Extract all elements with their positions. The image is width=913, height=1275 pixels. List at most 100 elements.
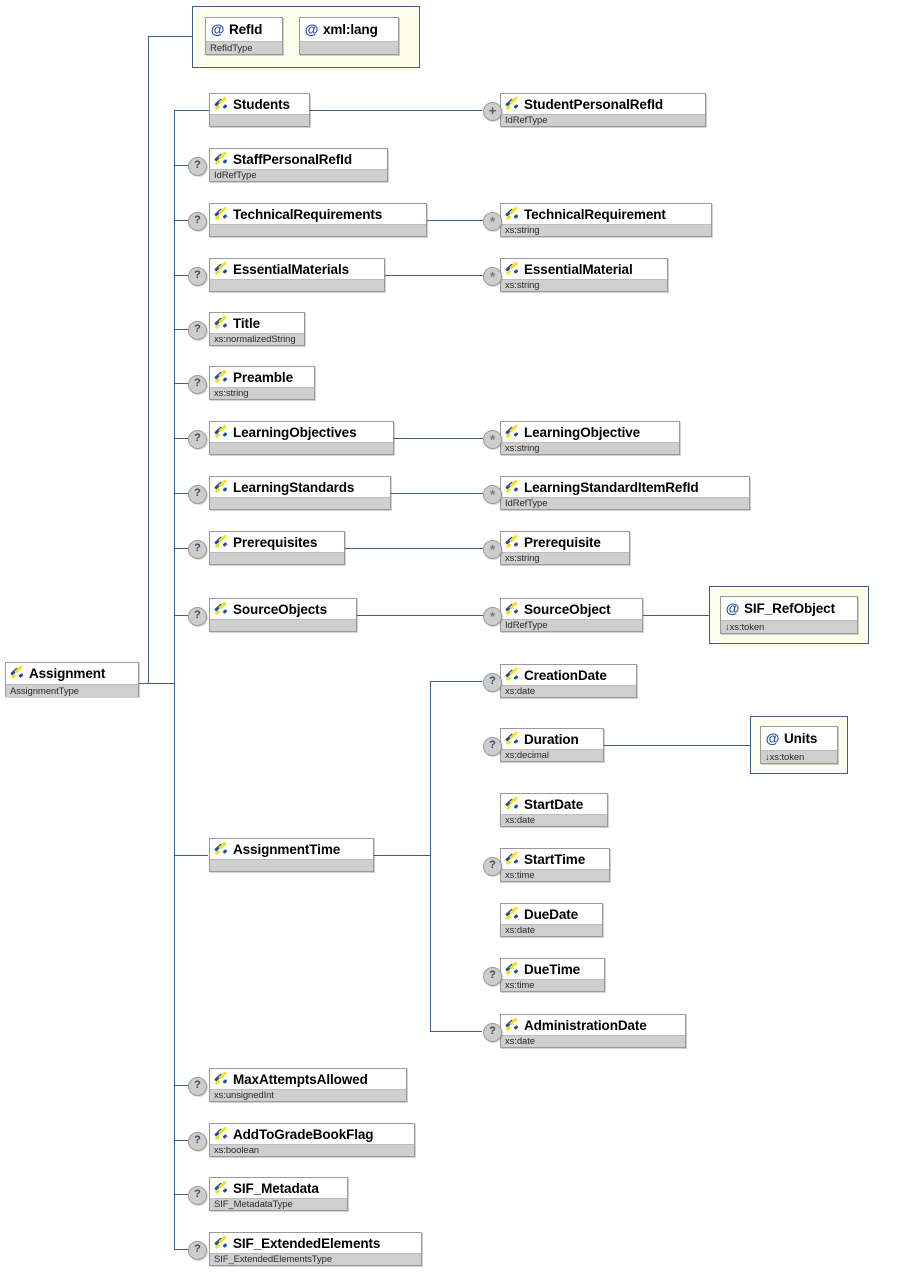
element-icon [214,423,229,439]
node-essentialmaterial[interactable]: EssentialMaterial xs:string [500,258,668,292]
node-prerequisites[interactable]: Prerequisites [209,531,345,565]
node-label: xml:lang [323,22,378,37]
node-sourceobject[interactable]: SourceObject IdRefType [500,598,643,632]
node-label: TechnicalRequirement [524,206,666,222]
occurrence-badge-optional: ? [483,673,502,692]
element-icon [505,730,520,746]
node-label: SIF_ExtendedElements [233,1235,381,1251]
node-staffpersonalrefid[interactable]: StaffPersonalRefId IdRefType [209,148,388,182]
node-maxattemptsallowed[interactable]: MaxAttemptsAllowed xs:unsignedInt [209,1068,407,1102]
connector [310,110,482,111]
node-administrationdate[interactable]: AdministrationDate xs:date [500,1014,686,1048]
node-label: LearningObjectives [233,424,357,440]
node-type: IdRefType [501,498,749,509]
occurrence-badge-optional: ? [188,321,207,340]
node-label: EssentialMaterials [233,261,350,277]
node-label: SIF_Metadata [233,1180,319,1196]
node-duetime[interactable]: DueTime xs:time [500,958,605,992]
connector [174,1249,188,1250]
node-sourceobjects[interactable]: SourceObjects [209,598,357,632]
node-type: xs:date [501,815,607,826]
node-units[interactable]: @ Units ↓xs:token [760,726,838,764]
connector [174,1140,188,1141]
node-type: xs:string [210,388,314,399]
element-icon [214,205,229,221]
occurrence-badge-zero-or-more: * [483,607,502,626]
node-learningstandards[interactable]: LearningStandards [209,476,391,510]
element-icon [214,95,229,111]
element-icon [505,905,520,921]
connector [604,745,750,746]
node-type: xs:time [501,980,604,991]
node-studentpersonalrefid[interactable]: StudentPersonalRefId IdRefType [500,93,706,127]
occurrence-badge-optional: ? [188,540,207,559]
connector [174,220,188,221]
node-type: IdRefType [501,620,642,631]
connector [174,383,188,384]
node-xml-lang[interactable]: @ xml:lang [299,17,399,55]
node-type [210,860,373,871]
occurrence-badge-optional: ? [188,607,207,626]
node-label: LearningObjective [524,424,641,440]
node-learningobjectives[interactable]: LearningObjectives [209,421,394,455]
node-prerequisite[interactable]: Prerequisite xs:string [500,531,630,565]
node-type: xs:unsignedInt [210,1090,406,1101]
node-essentialmaterials[interactable]: EssentialMaterials [209,258,385,292]
occurrence-badge-optional: ? [188,267,207,286]
node-label: SIF_RefObject [744,601,835,616]
occurrence-badge-optional: ? [188,1186,207,1205]
occurrence-badge-optional: ? [188,1132,207,1151]
node-label: Units [784,731,818,746]
connector [427,220,483,221]
connector [374,855,430,856]
node-label: StartDate [524,796,584,812]
node-sif-refobject[interactable]: @ SIF_RefObject ↓xs:token [720,596,858,634]
element-icon [505,666,520,682]
occurrence-badge-one-or-more: + [483,102,502,121]
node-students[interactable]: Students [209,93,310,127]
node-type [210,443,393,454]
node-label: DueDate [524,906,579,922]
occurrence-badge-zero-or-more: * [483,430,502,449]
node-starttime[interactable]: StartTime xs:time [500,848,610,882]
node-sif-extendedelements[interactable]: SIF_ExtendedElements SIF_ExtendedElement… [209,1232,422,1266]
node-preamble[interactable]: Preamble xs:string [209,366,315,400]
node-label: Prerequisite [524,534,601,550]
node-creationdate[interactable]: CreationDate xs:date [500,664,637,698]
node-sif-metadata[interactable]: SIF_Metadata SIF_MetadataType [209,1177,348,1211]
element-icon [214,1179,229,1195]
node-technicalrequirements[interactable]: TechnicalRequirements [209,203,427,237]
node-assignment[interactable]: Assignment AssignmentType [5,662,139,697]
node-type: xs:string [501,553,629,564]
occurrence-badge-optional: ? [188,430,207,449]
node-refid[interactable]: @ RefId RefIdType [205,17,283,55]
node-label: CreationDate [524,667,607,683]
node-learningstandarditemrefid[interactable]: LearningStandardItemRefId IdRefType [500,476,750,510]
node-technicalrequirement[interactable]: TechnicalRequirement xs:string [500,203,712,237]
node-type [210,225,426,236]
node-label: Preamble [233,369,293,385]
node-duedate[interactable]: DueDate xs:date [500,903,603,937]
at-icon: @ [765,729,780,746]
element-icon [214,314,229,330]
node-type: xs:date [501,686,636,697]
node-addtogradebookflag[interactable]: AddToGradeBookFlag xs:boolean [209,1123,415,1157]
occurrence-badge-optional: ? [483,857,502,876]
node-type: xs:string [501,443,679,454]
node-label: EssentialMaterial [524,261,633,277]
node-assignmenttime[interactable]: AssignmentTime [209,838,374,872]
node-duration[interactable]: Duration xs:decimal [500,728,604,762]
node-startdate[interactable]: StartDate xs:date [500,793,608,827]
occurrence-badge-optional: ? [188,157,207,176]
node-label: DueTime [524,961,581,977]
element-icon [214,150,229,166]
connector [174,1194,188,1195]
node-title[interactable]: Title xs:normalizedString [209,312,305,346]
node-learningobjective[interactable]: LearningObjective xs:string [500,421,680,455]
element-icon [505,960,520,976]
connector [357,615,483,616]
element-icon [214,368,229,384]
element-icon [214,1234,229,1250]
connector [174,1085,188,1086]
